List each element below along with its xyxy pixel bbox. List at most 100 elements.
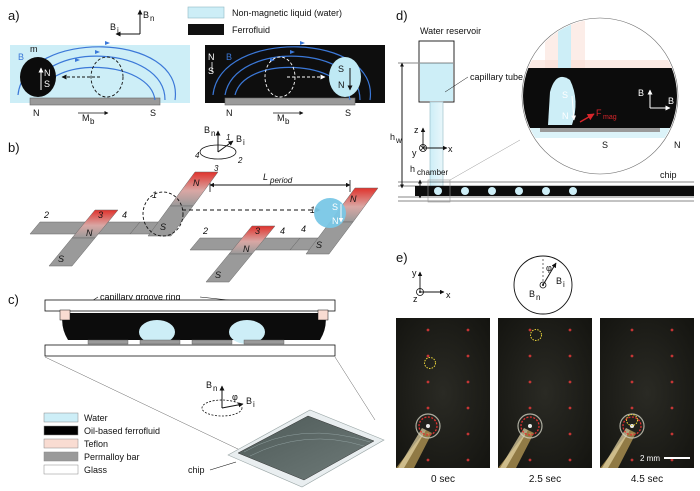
panel-label-a: a) xyxy=(8,8,20,23)
water-droplet-c1 xyxy=(139,320,175,344)
b-ctr-3: 3 xyxy=(255,226,260,236)
photo-frame-1 xyxy=(498,318,592,468)
inset-bi: B xyxy=(668,96,674,106)
bar-set-right: S N 1 4 N S xyxy=(289,187,379,255)
scale-label: 2 mm xyxy=(640,454,660,463)
c-phi: φ xyxy=(232,392,238,402)
water-droplet-c2 xyxy=(229,320,265,344)
permalloy-bar-right xyxy=(224,97,356,106)
b-left-4: 4 xyxy=(122,210,127,220)
b-right-n: N xyxy=(350,194,357,204)
legend-label-0: Water xyxy=(84,413,108,423)
l-period: L xyxy=(263,172,268,182)
e-axis-z: z xyxy=(413,294,418,304)
legend-label-2: Teflon xyxy=(84,439,108,449)
droplet-pole-n: N xyxy=(44,68,51,78)
rot-step4: 4 xyxy=(195,151,200,160)
hchamber-label: h xyxy=(410,164,415,174)
e-phi: φ xyxy=(546,263,552,273)
chip-label-d: chip xyxy=(660,170,677,180)
water-pole-n: N xyxy=(338,80,345,90)
e-bn: B xyxy=(529,289,535,299)
inset-bar-n: N xyxy=(674,140,681,150)
chip-3d xyxy=(227,409,385,488)
bar-pole-n: N xyxy=(33,108,40,118)
b-mid-s: S xyxy=(160,222,166,232)
groove-label: capillary groove ring xyxy=(100,292,181,302)
b-right-1: 1 xyxy=(310,205,315,215)
bar-set-left: 2 3 4 N S xyxy=(29,209,141,267)
b-field-label: B xyxy=(18,52,24,62)
bar-pole-n-right: N xyxy=(226,108,233,118)
rot-step1: 1 xyxy=(226,133,230,142)
legend-swatch-2 xyxy=(43,438,79,449)
legend-swatch-0 xyxy=(43,412,79,423)
legend-label-1: Oil-based ferrofluid xyxy=(84,426,160,436)
droplet-pole-s: S xyxy=(44,79,50,89)
legend-top: Non-magnetic liquid (water) Ferrofluid xyxy=(187,6,342,35)
b-drop-s: S xyxy=(332,202,338,212)
inset-bn: B xyxy=(638,88,644,98)
photo-frame-2 xyxy=(600,318,694,468)
d-axis-x: x xyxy=(448,144,453,154)
b-right-s: S xyxy=(316,240,322,250)
rot-step3: 3 xyxy=(214,164,219,173)
hw-sub: w xyxy=(395,136,402,145)
bottom-glass xyxy=(44,344,336,357)
e-bi-sub: i xyxy=(563,280,565,289)
b-bn: B xyxy=(204,125,210,135)
b-left-2: 2 xyxy=(43,210,49,220)
inset-bar-s: S xyxy=(602,140,608,150)
b-ctr-n: N xyxy=(243,244,250,254)
panel-a-right: S N N S B N S M b xyxy=(205,41,385,126)
e-axis-x: x xyxy=(446,290,451,300)
b-bn-sub: n xyxy=(211,129,215,138)
legend-ferro-swatch xyxy=(188,24,224,35)
fmag-sub: mag xyxy=(603,114,617,121)
b-left-n: N xyxy=(86,228,93,238)
mb-label: M xyxy=(82,113,90,123)
panel-a: B n B i Non-magnetic liquid (water) Ferr… xyxy=(10,6,385,126)
rotation-indicator: B n B i 1 2 3 4 xyxy=(195,125,245,173)
panel-label-e: e) xyxy=(396,250,408,265)
ferrofluid-droplet xyxy=(20,57,56,97)
b-left-s: S xyxy=(58,254,64,264)
legend-swatch-1 xyxy=(43,425,79,436)
reservoir-label: Water reservoir xyxy=(420,26,481,36)
panel-label-b: b) xyxy=(8,140,20,155)
field-s: S xyxy=(208,66,214,76)
rotation-indicator-c: B n B i φ xyxy=(201,380,255,417)
top-glass xyxy=(44,299,336,312)
e-bn-sub: n xyxy=(536,293,540,302)
target-droplet-1 xyxy=(530,329,542,341)
fmag-label: F xyxy=(596,108,602,118)
reservoir-water xyxy=(420,63,453,101)
legend-water-label: Non-magnetic liquid (water) xyxy=(232,8,342,18)
legend-ferro-label: Ferrofluid xyxy=(232,25,270,35)
c-bi: B xyxy=(246,396,252,406)
panel-a-left: N S B m N S M b xyxy=(10,41,190,126)
e-bi: B xyxy=(556,276,562,286)
b-field-label-right: B xyxy=(226,52,232,62)
bi-sub: i xyxy=(117,26,119,35)
mb-sub-right: b xyxy=(285,117,290,126)
time-label-1: 2.5 sec xyxy=(529,474,561,485)
bar-set-center: 2 3 4 N S xyxy=(189,225,301,283)
b-bi-sub: i xyxy=(243,138,245,147)
c-bn-sub: n xyxy=(213,384,217,393)
e-axis-y: y xyxy=(412,268,417,278)
panel-label-c: c) xyxy=(8,292,19,307)
b-ctr-2: 2 xyxy=(202,226,208,236)
inset-n: N xyxy=(562,111,569,121)
b-drop-n: N xyxy=(332,216,339,226)
bar-pole-s-right: S xyxy=(345,108,351,118)
zoom-inset: S N F mag B B S N xyxy=(521,17,681,175)
hw-label: h xyxy=(390,132,395,142)
b-ctr-4: 4 xyxy=(280,226,285,236)
panel-label-d: d) xyxy=(396,8,408,23)
chip-label-c: chip xyxy=(188,465,205,475)
b-right-4: 4 xyxy=(301,224,306,234)
